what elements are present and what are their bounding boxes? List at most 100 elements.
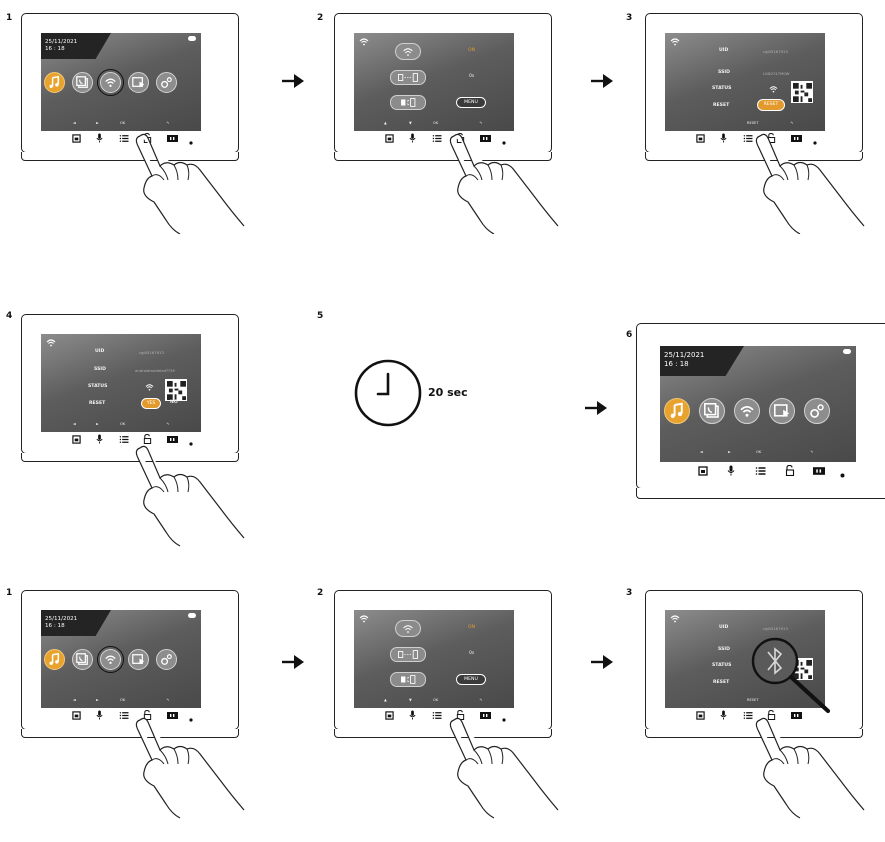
menu-icon[interactable] <box>755 461 766 475</box>
screen: 25/11/2021 16 : 18 ◄ ► OK ↰ <box>41 610 201 708</box>
gallery-icon[interactable] <box>128 649 149 670</box>
monitor-home: 25/11/2021 16 : 18 ◄ ► OK ↰ <box>636 323 885 489</box>
nav-ok-label: OK <box>120 121 126 125</box>
step-number: 1 <box>6 13 13 23</box>
uid-value: cgl05167913 <box>139 350 164 355</box>
yes-button[interactable]: YES <box>141 398 161 409</box>
image-icon[interactable] <box>696 705 705 720</box>
music-icon[interactable] <box>44 72 65 93</box>
microphone-icon[interactable] <box>726 461 736 476</box>
image-icon[interactable] <box>385 705 394 720</box>
intercom-icon[interactable] <box>72 72 93 93</box>
pairing-button[interactable] <box>390 95 426 110</box>
nav-back-label: ↰ <box>166 698 170 702</box>
menu-icon[interactable] <box>432 128 442 142</box>
wifi-toggle-button[interactable] <box>395 620 421 637</box>
menu-icon[interactable] <box>432 705 442 719</box>
screen: UID SSID STATUS RESET cgl05167913 L0D074… <box>665 33 825 131</box>
settings-icon[interactable] <box>804 398 830 424</box>
camera-icon[interactable] <box>167 429 178 443</box>
wps-time-value: 0s <box>469 651 475 656</box>
gallery-icon[interactable] <box>769 398 795 424</box>
button-bar <box>335 705 551 722</box>
unlock-icon[interactable] <box>143 705 152 720</box>
camera-icon[interactable] <box>813 461 825 475</box>
intercom-icon[interactable] <box>699 398 725 424</box>
unlock-icon[interactable] <box>767 705 776 720</box>
music-icon[interactable] <box>44 649 65 670</box>
nav-back-label: ↰ <box>479 121 483 125</box>
time-text: 16 : 18 <box>664 360 689 368</box>
wifi-icon[interactable] <box>97 69 124 96</box>
arrow-right-icon <box>591 655 613 669</box>
unlock-icon[interactable] <box>785 461 795 477</box>
wifi-icon[interactable] <box>97 646 124 673</box>
power-led-icon <box>189 431 193 446</box>
microphone-icon[interactable] <box>719 128 728 143</box>
nav-left-label: ◄ <box>73 698 76 702</box>
camera-icon[interactable] <box>480 705 491 719</box>
status-label: STATUS <box>712 86 732 91</box>
nav-left-label: ◄ <box>73 121 76 125</box>
wifi-toggle-button[interactable] <box>395 43 421 60</box>
menu-icon[interactable] <box>119 705 129 719</box>
pairing-button[interactable] <box>390 672 426 687</box>
step-number: 3 <box>626 13 633 23</box>
uid-value: cgl05167913 <box>763 49 788 54</box>
settings-icon[interactable] <box>156 649 177 670</box>
camera-icon[interactable] <box>167 128 178 142</box>
nav-right-label: ► <box>728 450 731 454</box>
menu-icon[interactable] <box>119 429 129 443</box>
cloud-icon <box>843 349 851 354</box>
nav-ok-label: OK <box>756 450 762 454</box>
button-bar <box>646 128 862 145</box>
wifi-on-value: ON <box>468 48 476 53</box>
pointing-hand-icon <box>755 717 865 819</box>
image-icon[interactable] <box>72 705 81 720</box>
microphone-icon[interactable] <box>408 705 417 720</box>
nav-up-label: ▲ <box>384 121 387 125</box>
menu-icon[interactable] <box>743 128 753 142</box>
image-icon[interactable] <box>385 128 394 143</box>
menu-icon[interactable] <box>119 128 129 142</box>
settings-icon[interactable] <box>156 72 177 93</box>
power-led-icon <box>840 463 845 478</box>
music-icon[interactable] <box>664 398 690 424</box>
reset-button[interactable]: RESET <box>757 99 785 111</box>
wps-button[interactable] <box>390 70 426 85</box>
intercom-icon[interactable] <box>72 649 93 670</box>
monitor-wifi-menu: ON 0s MENU ▲ ▼ OK ↰ <box>334 13 552 153</box>
gallery-icon[interactable] <box>128 72 149 93</box>
microphone-icon[interactable] <box>95 128 104 143</box>
image-icon[interactable] <box>698 461 708 476</box>
monitor-reset-confirm: UID SSID STATUS RESET cgl05167913 androi… <box>21 314 239 454</box>
camera-icon[interactable] <box>480 128 491 142</box>
no-button[interactable]: NO <box>170 400 178 405</box>
time-text: 16 : 18 <box>45 46 65 52</box>
menu-button[interactable]: MENU <box>456 674 486 685</box>
camera-icon[interactable] <box>167 705 178 719</box>
button-bar <box>646 705 862 720</box>
wps-button[interactable] <box>390 647 426 662</box>
microphone-icon[interactable] <box>95 429 104 444</box>
image-icon[interactable] <box>696 128 705 143</box>
camera-icon[interactable] <box>791 128 802 142</box>
image-icon[interactable] <box>72 429 81 444</box>
unlock-icon[interactable] <box>143 429 152 444</box>
wifi-icon[interactable] <box>734 398 760 424</box>
microphone-icon[interactable] <box>719 705 728 720</box>
image-icon[interactable] <box>72 128 81 143</box>
qr-code <box>791 81 813 103</box>
camera-icon[interactable] <box>791 705 802 719</box>
pointing-hand-icon <box>135 133 245 234</box>
nav-down-label: ▼ <box>409 121 412 125</box>
button-bar <box>22 429 238 446</box>
microphone-icon[interactable] <box>95 705 104 720</box>
menu-icon[interactable] <box>743 705 753 719</box>
wifi-status-icon <box>670 38 680 46</box>
nav-ok-label: OK <box>120 422 126 426</box>
menu-button[interactable]: MENU <box>456 97 486 108</box>
pointing-hand-icon <box>135 445 245 547</box>
microphone-icon[interactable] <box>408 128 417 143</box>
step-number: 6 <box>626 330 633 340</box>
